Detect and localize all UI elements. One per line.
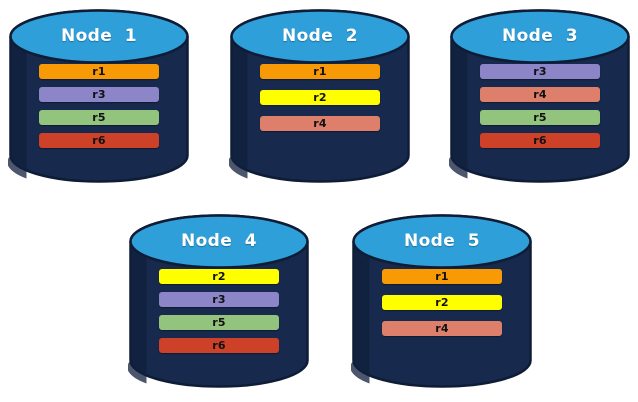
replica-bar-r6[interactable]: r6	[39, 133, 159, 148]
replica-bar-r2[interactable]: r2	[159, 269, 279, 284]
database-node-4[interactable]: Node 4 r2 r3 r5 r6	[128, 213, 310, 389]
replica-label: r3	[92, 88, 106, 101]
cylinder-shading	[8, 36, 27, 179]
replica-label: r3	[533, 65, 547, 78]
replica-label: r1	[313, 65, 327, 78]
cylinder-top-disc	[352, 214, 532, 269]
replica-bar-r1[interactable]: r1	[260, 64, 380, 79]
replica-bar-r5[interactable]: r5	[39, 110, 159, 125]
replica-bar-r4[interactable]: r4	[382, 321, 502, 336]
replica-label: r3	[212, 293, 226, 306]
replica-label: r5	[92, 111, 106, 124]
replica-label: r4	[435, 322, 449, 335]
replica-label: r2	[435, 296, 449, 309]
replica-bar-r3[interactable]: r3	[159, 292, 279, 307]
replica-label: r5	[212, 316, 226, 329]
node-title: Node 5	[403, 231, 481, 251]
replica-label: r6	[533, 134, 547, 147]
cylinder-shading	[128, 241, 147, 384]
replica-list: r1 r3 r5 r6	[8, 64, 190, 168]
replica-label: r6	[212, 339, 226, 352]
replica-bar-r3[interactable]: r3	[39, 87, 159, 102]
replica-list: r1 r2 r4	[351, 269, 533, 373]
node-title: Node 1	[60, 26, 138, 46]
replica-label: r4	[533, 88, 547, 101]
cylinder-top-disc	[450, 9, 630, 64]
replica-bar-r3[interactable]: r3	[480, 64, 600, 79]
node-title: Node 2	[281, 26, 359, 46]
replica-list: r1 r2 r4	[229, 64, 411, 168]
replica-label: r2	[313, 91, 327, 104]
replica-bar-r5[interactable]: r5	[480, 110, 600, 125]
cylinder-shading	[351, 241, 370, 384]
replica-list: r3 r4 r5 r6	[449, 64, 631, 168]
replica-label: r5	[533, 111, 547, 124]
replica-list: r2 r3 r5 r6	[128, 269, 310, 373]
replica-label: r1	[92, 65, 106, 78]
replica-bar-r1[interactable]: r1	[382, 269, 502, 284]
replica-bar-r4[interactable]: r4	[260, 116, 380, 131]
replica-bar-r6[interactable]: r6	[480, 133, 600, 148]
replica-label: r2	[212, 270, 226, 283]
replica-label: r1	[435, 270, 449, 283]
replica-bar-r5[interactable]: r5	[159, 315, 279, 330]
replica-label: r4	[313, 117, 327, 130]
database-node-5[interactable]: Node 5 r1 r2 r4	[351, 213, 533, 389]
database-node-1[interactable]: Node 1 r1 r3 r5 r6	[8, 8, 190, 184]
replica-bar-r6[interactable]: r6	[159, 338, 279, 353]
cylinder-top-disc	[230, 9, 410, 64]
replica-bar-r4[interactable]: r4	[480, 87, 600, 102]
database-node-2[interactable]: Node 2 r1 r2 r4	[229, 8, 411, 184]
cylinder-top-disc	[129, 214, 309, 269]
cylinder-shading	[449, 36, 468, 179]
cylinder-shading	[229, 36, 248, 179]
replica-label: r6	[92, 134, 106, 147]
cylinder-top-disc	[9, 9, 189, 64]
replica-bar-r2[interactable]: r2	[260, 90, 380, 105]
node-title: Node 3	[501, 26, 579, 46]
replica-bar-r1[interactable]: r1	[39, 64, 159, 79]
node-title: Node 4	[180, 231, 258, 251]
cylinder-icon	[229, 9, 410, 183]
replica-bar-r2[interactable]: r2	[382, 295, 502, 310]
database-node-3[interactable]: Node 3 r3 r4 r5 r6	[449, 8, 631, 184]
